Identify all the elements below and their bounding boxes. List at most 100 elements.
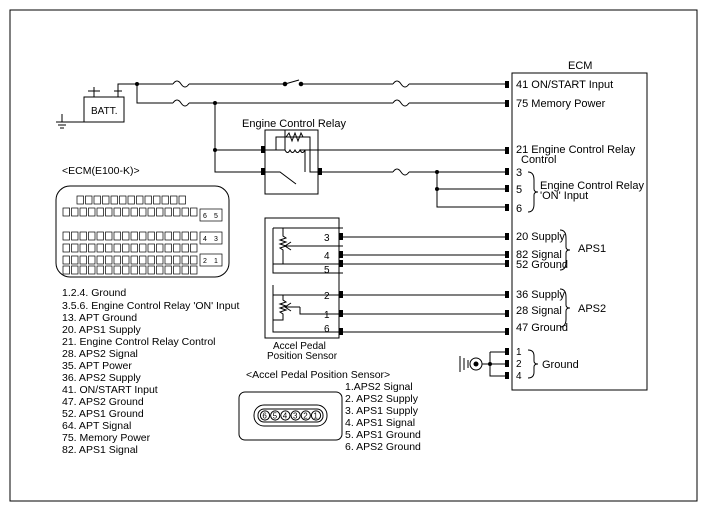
ecm-connector-cavity: [164, 243, 172, 253]
ecm-legend-item: 1.2.4. Ground: [62, 287, 126, 299]
ecm-connector-cavity: [122, 265, 130, 275]
ecm-legend-item: 75. Memory Power: [62, 432, 151, 444]
ecm-legend-item: 64. APT Signal: [62, 420, 131, 432]
ecm-connector-cavity: [147, 231, 155, 241]
fuse-4: [392, 99, 410, 107]
fuse-5: [392, 168, 410, 176]
ecm-connector-cavity: [85, 195, 93, 205]
aps-connector-pin: [310, 410, 322, 421]
ecm-connector-cavity: [147, 243, 155, 253]
ecm-connector-cavity: [105, 243, 113, 253]
aps-legend-item: 1.APS2 Signal: [345, 381, 413, 393]
ecm-connector-cavity: [173, 243, 181, 253]
ecm-connector-cavity: [173, 207, 181, 217]
ecm-connector-cavity: [122, 207, 130, 217]
ecm-connector-cavity: [79, 243, 87, 253]
ecm-connector-cells: [62, 195, 198, 275]
ecm-conn-pin-6: 6: [203, 213, 207, 220]
ecm-legend-item: 13. APT Ground: [62, 312, 137, 324]
ecm-box: [511, 72, 648, 391]
ecm-connector-cavity: [113, 243, 121, 253]
aps-connector-title: <Accel Pedal Position Sensor>: [246, 369, 390, 381]
relay-title: Engine Control Relay: [242, 118, 346, 130]
ecm-connector-cavity: [122, 243, 130, 253]
ecm-pin-20: 20 Supply: [516, 231, 565, 243]
ecm-connector-cavity: [62, 207, 70, 217]
ecm-connector-cavity: [139, 243, 147, 253]
ecm-pin-6: 6: [516, 203, 522, 215]
ecm-connector-cavity: [147, 255, 155, 265]
sensor-name-2: Position Sensor: [267, 351, 338, 362]
ecm-connector-cavity: [164, 231, 172, 241]
ecm-connector-cavity: [88, 243, 96, 253]
sensor-pin-6: 6: [324, 324, 330, 335]
on-input-label-1: Engine Control Relay: [540, 180, 644, 192]
ecm-connector-cavity: [71, 231, 79, 241]
aps-connector-pin: [290, 410, 301, 421]
ecm-connector-cavity: [88, 265, 96, 275]
ecm-pin-36: 36 Supply: [516, 289, 565, 301]
ecm-legend-item: 20. APS1 Supply: [62, 324, 142, 336]
engine-control-relay-box: [264, 129, 319, 195]
battery-box: [83, 96, 125, 123]
aps-pin-legend: 1.APS2 Signal 2. APS2 Supply 3. APS1 Sup…: [345, 381, 421, 453]
ecm-connector-cavity: [105, 265, 113, 275]
bracket-ground: [527, 349, 539, 379]
ecm-connector-cavity: [119, 195, 127, 205]
ecm-connector-cavity: [161, 195, 169, 205]
aps-connector-pin-label: 4: [283, 412, 288, 421]
ecm-legend-item: 3.5.6. Engine Control Relay 'ON' Input: [62, 300, 239, 312]
ecm-connector-cavity: [96, 265, 104, 275]
ecm-pin-legend: 1.2.4. Ground 3.5.6. Engine Control Rela…: [62, 287, 239, 456]
fuse-3: [172, 99, 190, 107]
ecm-pin-5: 5: [516, 184, 522, 196]
relay-switch: [265, 171, 297, 185]
aps-connector-pin-label: 6: [262, 412, 267, 421]
accel-pedal-sensor-box: [264, 217, 340, 339]
ecm-connector-cavity: [96, 231, 104, 241]
ecm-pin-28: 28 Signal: [516, 305, 562, 317]
ecm-connector-cavity: [62, 255, 70, 265]
ecm-connector-cavity: [71, 207, 79, 217]
wires: [56, 72, 648, 391]
ecm-connector-cavity: [147, 265, 155, 275]
ecm-pin-82: 82 Signal: [516, 249, 562, 261]
ecm-legend-item: 41. ON/START Input: [62, 384, 158, 396]
ecm-connector-cavity: [130, 231, 138, 241]
ecm-connector-cavity: [62, 243, 70, 253]
batt-label: BATT.: [91, 106, 117, 117]
ground-label: Ground: [542, 359, 579, 371]
chassis-ground-symbol: [56, 121, 68, 129]
ecm-connector-cavity: [181, 207, 189, 217]
ecm-connector-cavity: [164, 207, 172, 217]
sensor-pin-2: 2: [324, 291, 330, 302]
aps1-label: APS1: [578, 243, 606, 255]
ecm-connector-cavity: [93, 195, 101, 205]
ecm-terminals: [261, 81, 509, 379]
aps-legend-item: 5. APS1 Ground: [345, 429, 421, 441]
bracket-aps1: [559, 229, 571, 271]
ecm-connector-cavity: [102, 195, 110, 205]
ecm-connector-cavity: [190, 265, 198, 275]
fuse-2: [392, 80, 410, 88]
ecm-pin-21-cont: Control: [521, 154, 556, 166]
ecm-connector: <ECM(E100-K)> 6 5 4 3 2 1: [55, 165, 230, 278]
fuse-1: [172, 80, 190, 88]
ecm-title: ECM: [568, 60, 592, 72]
ecm-connector-cavity: [122, 231, 130, 241]
ecm-connector-cavity: [96, 255, 104, 265]
ecm-connector-cavity: [181, 231, 189, 241]
ecm-connector-cavity: [173, 265, 181, 275]
aps2-wiper: [299, 307, 343, 315]
aps-connector-pin-label: 3: [293, 412, 298, 421]
ecm-connector-cavity: [147, 207, 155, 217]
ecm-connector-cavity: [88, 255, 96, 265]
ecm-legend-item: 35. APT Power: [62, 360, 132, 372]
ecm-connector-cavity: [62, 265, 70, 275]
relay-resistor: [285, 131, 304, 143]
ecm-pin-2: 2: [516, 359, 522, 370]
aps-connector-pin: [280, 410, 291, 421]
ecm-connector-cavity: [136, 195, 144, 205]
aps-connector-pin-label: 5: [273, 412, 278, 421]
